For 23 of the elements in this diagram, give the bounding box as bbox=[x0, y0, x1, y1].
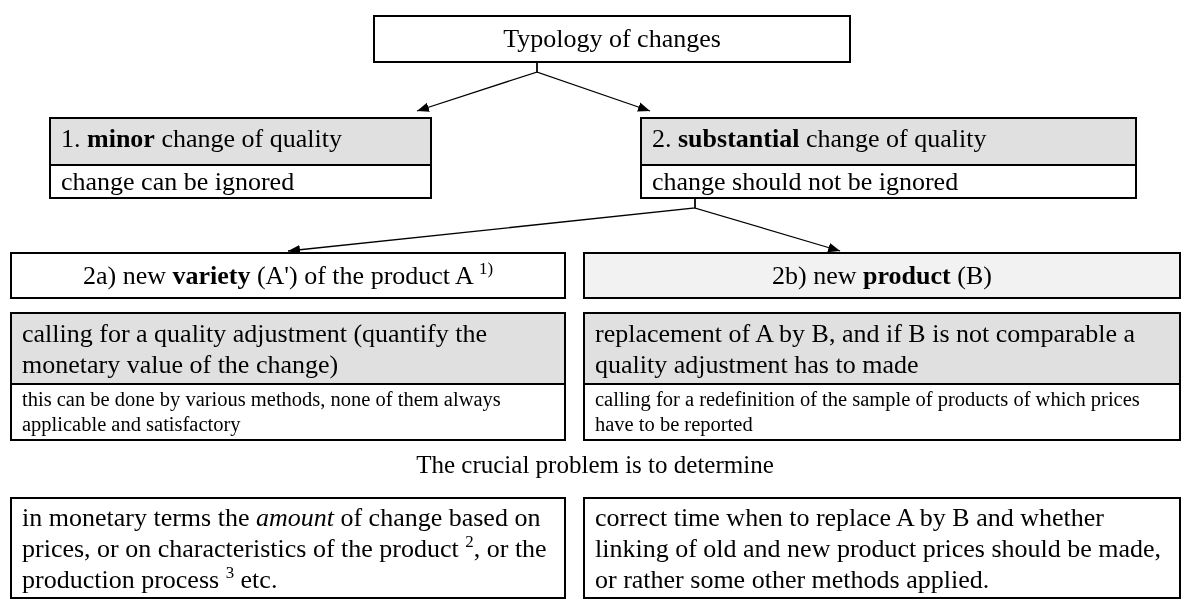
category-box bbox=[49, 117, 432, 199]
box-text: calling for a redefinition of the sample of products of which prices have to be reported bbox=[594, 387, 1141, 438]
box-text: 2b) new product (B) bbox=[771, 260, 993, 291]
box-text: in monetary terms the amount of change based on prices, or on characteristics of the product $^{2}$, or the production process $^{3}$ etc. bbox=[21, 502, 548, 595]
note-text: The crucial problem is to determine bbox=[415, 451, 775, 479]
box-heading: 1. minor change of quality bbox=[51, 119, 430, 166]
title-box bbox=[373, 15, 851, 63]
box-text: 2a) new variety (A') of the product A $^{1)}$ bbox=[81, 260, 495, 291]
box-heading: 2. substantial change of quality bbox=[642, 119, 1135, 166]
box-heading: calling for a quality adjustment (quantify the monetary value of the change) bbox=[12, 314, 564, 385]
arrow bbox=[694, 198, 841, 253]
box-heading: replacement of A by B, and if B is not comparable a quality adjustment has to made bbox=[585, 314, 1179, 385]
box-text: Typology of changes bbox=[502, 23, 722, 54]
box-text: correct time when to replace A by B and whether linking of old and new product prices should be made, or rather some other methods applied. bbox=[594, 502, 1163, 595]
box-text: change should not be ignored bbox=[651, 166, 960, 197]
box-text: change can be ignored bbox=[60, 166, 296, 197]
box-text: this can be done by various methods, none of them always applicable and satisfactory bbox=[21, 387, 502, 438]
detail-box bbox=[583, 312, 1181, 441]
category-box bbox=[640, 117, 1137, 199]
subcategory-box bbox=[583, 252, 1181, 299]
subcategory-box bbox=[10, 252, 566, 299]
detail-box bbox=[10, 312, 566, 441]
arrow bbox=[536, 62, 651, 112]
